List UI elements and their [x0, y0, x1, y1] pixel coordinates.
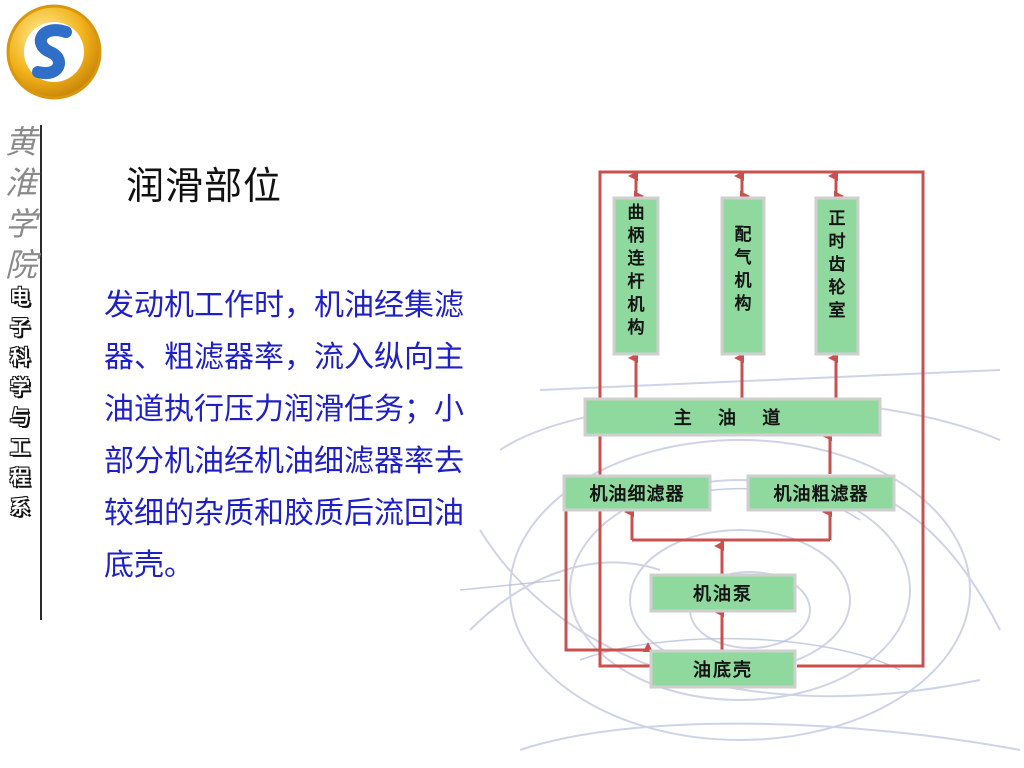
flow-line-left-riser: [598, 170, 925, 668]
vertical-label-char: 连: [628, 248, 646, 269]
calligraphy-char: 淮: [4, 164, 37, 202]
box-pump-label: 机油泵: [693, 583, 753, 605]
vertical-label-char: 配: [735, 225, 752, 245]
box-sump: [649, 649, 797, 689]
calligraphy-char: 院: [4, 246, 37, 284]
box-fine-filter: [562, 474, 712, 512]
box-timing: [814, 196, 860, 356]
department-char: 电: [10, 284, 30, 309]
department-name: 电 子 科 学 与 工 程 系: [5, 282, 35, 522]
vertical-label-char: 曲: [628, 203, 645, 223]
vertical-label-char: 机: [735, 270, 752, 291]
department-char: 与: [10, 404, 30, 429]
box-coarse-filter: [746, 474, 896, 512]
vertical-label-char: 杆: [628, 272, 645, 292]
box-crank: [612, 196, 660, 356]
slide-body-text: 发动机工作时，机油经集滤器、粗滤器率，流入纵向主油道执行压力润滑任务；小部分机油…: [104, 288, 464, 583]
diagram-boxes: [562, 196, 896, 689]
department-char: 学: [10, 374, 30, 399]
box-pump: [649, 573, 797, 613]
slide-title: 润滑部位: [126, 164, 283, 208]
vertical-label-char: 构: [628, 317, 645, 338]
vertical-label-char: 气: [734, 247, 752, 268]
box-coarse-filter-label: 机油粗滤器: [774, 483, 869, 505]
sidebar-divider: [40, 125, 42, 620]
school-name-calligraphy: 黄 淮 学 院: [4, 122, 38, 286]
department-char: 系: [10, 494, 30, 519]
department-char: 科: [10, 344, 30, 369]
box-valve: [720, 196, 766, 356]
vertical-label-char: 室: [829, 300, 846, 321]
vertical-label-char: 机: [628, 294, 645, 315]
flow-fine-to-sump: [564, 492, 651, 652]
department-char: 工: [10, 434, 30, 459]
box-main-gallery: [583, 397, 882, 437]
vertical-label-char: 柄: [628, 225, 645, 246]
box-timing-label: 正时齿轮室: [829, 209, 846, 321]
vertical-label-char: 轮: [829, 277, 846, 298]
vertical-label-char: 构: [735, 293, 752, 314]
flow-pump-split: [632, 538, 830, 574]
box-crank-label: 曲柄连杆机构: [628, 203, 646, 338]
calligraphy-char: 黄: [4, 123, 37, 161]
department-char: 程: [10, 464, 30, 489]
department-char: 子: [10, 314, 30, 339]
box-main-gallery-label: 主 油 道: [674, 407, 791, 429]
vertical-label-char: 正: [829, 209, 846, 229]
swirl-s-logo-icon: [6, 4, 102, 100]
box-valve-label: 配气机构: [734, 225, 752, 314]
box-sump-label: 油底壳: [693, 659, 753, 681]
vertical-label-char: 时: [829, 232, 846, 252]
calligraphy-char: 学: [4, 205, 37, 243]
vertical-label-char: 齿: [829, 254, 846, 275]
box-fine-filter-label: 机油细滤器: [590, 483, 685, 505]
